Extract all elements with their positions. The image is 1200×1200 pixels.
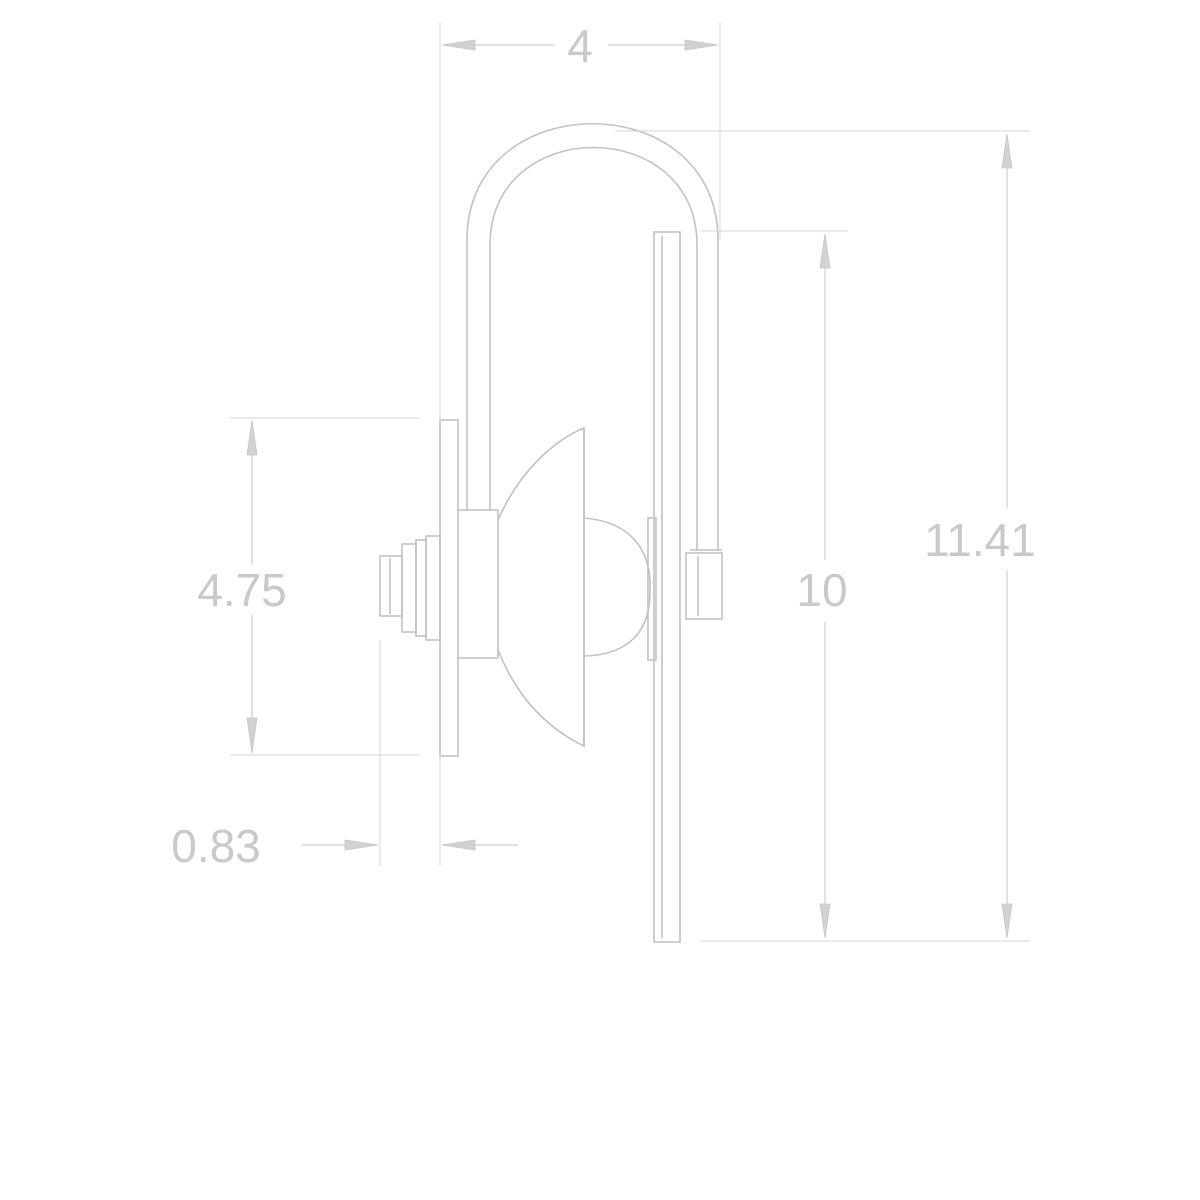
overall-height-arrow-bottom (1001, 903, 1013, 939)
left-height-arrow-top (246, 419, 258, 456)
hook-loop-inner (489, 146, 698, 550)
knob-ring-3 (425, 535, 441, 641)
knob-ring-1 (401, 543, 417, 633)
dimension-left-height: 4.75 (197, 417, 420, 756)
hub-body (458, 509, 499, 659)
top-width-arrow-right (684, 39, 719, 51)
dimension-inner-height: 10 (700, 230, 848, 939)
hook-part (379, 122, 723, 943)
dimension-label-bottom-thickness: 0.83 (171, 820, 261, 872)
dimension-bottom-thickness: 0.83 (171, 640, 518, 872)
right-flange (647, 517, 657, 661)
left-height-arrow-bottom (246, 717, 258, 754)
dimension-label-overall-height: 11.41 (924, 514, 1036, 566)
overall-height-arrow-top (1001, 133, 1013, 169)
knob-ring-2 (415, 539, 427, 637)
dimension-label-left-height: 4.75 (197, 564, 287, 616)
top-width-arrow-left (441, 39, 476, 51)
left-plate (439, 419, 459, 757)
suction-cone (497, 426, 585, 748)
dimension-label-top-width: 4 (567, 20, 593, 72)
long-vertical-bar (653, 231, 681, 943)
thickness-arrow-right (441, 839, 476, 851)
dome (583, 517, 651, 657)
right-clip-block (685, 552, 723, 620)
dimension-label-inner-height: 10 (796, 564, 847, 616)
dimension-overall-height: 11.41 (615, 130, 1036, 942)
inner-height-arrow-top (819, 233, 831, 269)
thickness-arrow-left (344, 839, 379, 851)
hook-loop-outer (466, 122, 719, 550)
dimension-top-width: 4 (439, 20, 721, 420)
knob-cap (379, 555, 403, 617)
inner-height-arrow-bottom (819, 903, 831, 939)
